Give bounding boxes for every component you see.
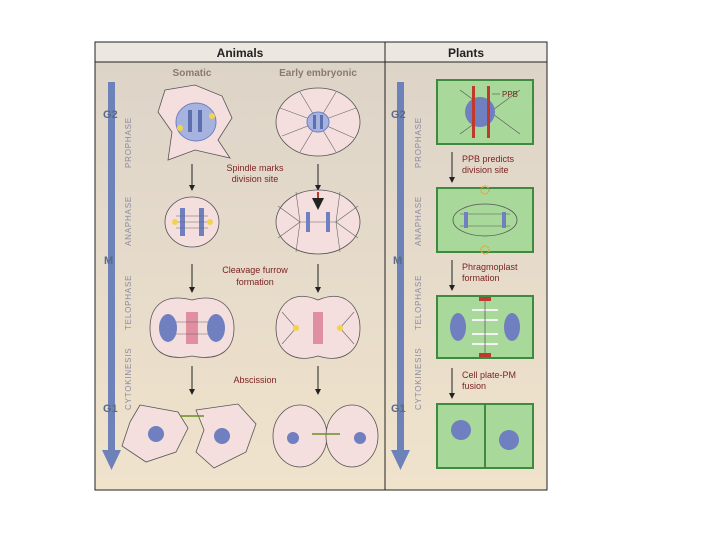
- note-spindle-marks: Spindle marks: [226, 163, 284, 173]
- plants-phase-cytokinesis: CYTOKINESIS: [414, 348, 423, 410]
- note-plant-formation: formation: [462, 273, 500, 283]
- note-phragmoplast: Phragmoplast: [462, 262, 518, 272]
- animals-phase-prophase: PROPHASE: [124, 117, 133, 168]
- animals-phase-anaphase: ANAPHASE: [124, 196, 133, 246]
- note-cell-plate-pm: Cell plate-PM: [462, 370, 516, 380]
- embryonic-prophase-cell: [276, 88, 360, 156]
- animals-phase-telophase: TELOPHASE: [124, 275, 133, 330]
- somatic-anaphase-cell: [165, 197, 219, 247]
- somatic-label: Somatic: [173, 68, 212, 79]
- plants-stage-g2: G2: [391, 109, 406, 121]
- plant-prophase-cell: PPB: [437, 80, 533, 144]
- plant-daughter-cells: [437, 404, 533, 468]
- ppb-label: PPB: [502, 90, 518, 99]
- note-cleavage-furrow: Cleavage furrow: [222, 265, 288, 275]
- note-formation: formation: [236, 277, 274, 287]
- animals-stage-g1: G1: [103, 403, 118, 415]
- animals-stage-m: M: [104, 255, 113, 267]
- animals-phase-cytokinesis: CYTOKINESIS: [124, 348, 133, 410]
- plants-phase-telophase: TELOPHASE: [414, 275, 423, 330]
- plants-panel: Plants G2 M G1 PROPHASE ANAPHASE TELOPHA…: [385, 42, 547, 490]
- early-embryonic-label: Early embryonic: [279, 68, 357, 79]
- plants-phase-anaphase: ANAPHASE: [414, 196, 423, 246]
- note-fusion: fusion: [462, 381, 486, 391]
- plants-stage-m: M: [393, 255, 402, 267]
- plant-anaphase-cell: [437, 186, 533, 254]
- note-ppb-predicts: PPB predicts: [462, 154, 515, 164]
- note-plant-division-site: division site: [462, 165, 509, 175]
- embryonic-anaphase-cell: [276, 190, 360, 254]
- note-abscission: Abscission: [233, 375, 276, 385]
- plant-telophase-cell: [437, 296, 533, 358]
- note-division-site: division site: [232, 174, 279, 184]
- plants-stage-g1: G1: [391, 403, 406, 415]
- animals-panel: Animals Somatic Early embryonic G2 M G1 …: [95, 42, 385, 490]
- animals-title: Animals: [217, 46, 264, 60]
- somatic-telophase-cell: [150, 298, 234, 357]
- animals-stage-g2: G2: [103, 109, 118, 121]
- plants-phase-prophase: PROPHASE: [414, 117, 423, 168]
- plants-title: Plants: [448, 46, 484, 60]
- embryonic-telophase-cell: [276, 296, 360, 358]
